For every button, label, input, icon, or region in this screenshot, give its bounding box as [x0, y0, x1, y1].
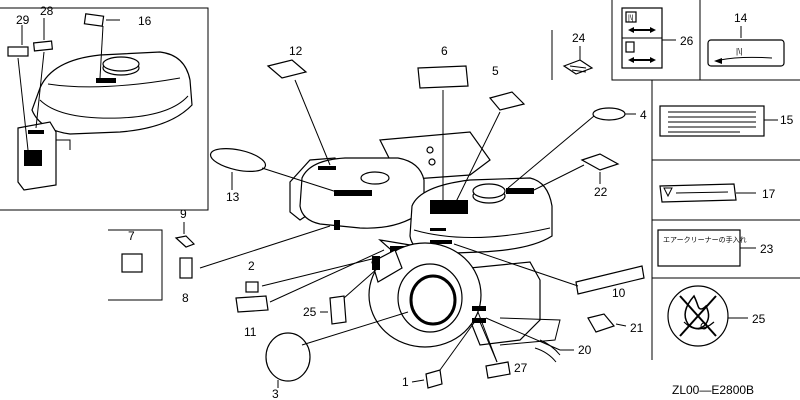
callout-17: 17 — [762, 187, 776, 201]
label-9-part — [174, 235, 196, 248]
callout-27: 27 — [514, 361, 528, 375]
callout-14: 14 — [734, 11, 748, 25]
label-1-part — [425, 369, 443, 389]
callout-16: 16 — [138, 14, 152, 28]
callout-10: 10 — [612, 286, 626, 300]
callout-13: 13 — [226, 190, 240, 204]
label-5-part — [488, 91, 526, 111]
label-12-part — [266, 59, 308, 79]
label-8-part — [179, 257, 193, 279]
label-29-part — [7, 46, 29, 57]
engine-decal-10 — [430, 240, 452, 244]
label-14-part — [707, 39, 785, 67]
callout-9: 9 — [180, 207, 187, 221]
callout-7: 7 — [128, 229, 135, 243]
callout-3: 3 — [272, 387, 279, 400]
label-7-part — [121, 253, 143, 273]
fuel-pump-icon — [625, 41, 635, 53]
decal-29-mark — [24, 150, 42, 166]
engine-drawing — [289, 131, 561, 363]
arrow-left-icon — [714, 58, 722, 64]
callout-26: 26 — [680, 34, 694, 48]
label-27-part — [485, 361, 511, 379]
engine-decal-13 — [334, 190, 372, 196]
engine-decal-6 — [430, 200, 468, 214]
label-10-part — [575, 265, 645, 295]
callout-1: 1 — [402, 375, 409, 389]
inset-23: 24 — [551, 30, 594, 80]
label-22-part — [657, 229, 741, 267]
callout-28: 28 — [40, 4, 54, 18]
callout-21: 22 — [594, 185, 608, 199]
choke-symbol-icon — [625, 11, 637, 23]
callout-22: 23 — [760, 242, 774, 256]
callout-29: 29 — [16, 13, 30, 27]
svg-text:|\|: |\| — [628, 15, 634, 22]
label-20-part — [587, 313, 616, 333]
label-25-part — [329, 295, 347, 325]
decal-16-mark — [96, 78, 116, 83]
engine-label-parts: 12 13 6 5 4 22 10 21 20 — [209, 44, 647, 400]
callout-25: 25 — [303, 305, 317, 319]
air-cleaner-label-text: エアークリーナーの手入れ — [663, 235, 747, 244]
label-16-part — [83, 13, 105, 27]
label-13-part — [209, 148, 267, 172]
label-6-part — [417, 65, 469, 89]
callout-5: 5 — [492, 64, 499, 78]
callout-23: 24 — [572, 31, 586, 45]
callout-19: 20 — [578, 343, 592, 357]
callout-20: 21 — [630, 321, 644, 335]
callout-11: 11 — [244, 325, 257, 339]
inset-26: |\| 26 — [611, 0, 800, 81]
inset-fuel-tank: 16 28 29 — [0, 4, 209, 211]
right-panels: 15 17 エアークリーナーの手入れ 23 25 — [651, 80, 800, 360]
callout-4: 4 — [640, 108, 647, 122]
diagram-code: ZL00—E2800B — [672, 383, 754, 397]
callout-12: 12 — [289, 44, 303, 58]
svg-text:|\|: |\| — [736, 47, 742, 56]
label-15-part — [659, 105, 765, 137]
engine-decal-21 — [506, 188, 534, 194]
no-open-flame-icon — [679, 294, 717, 337]
label-4-part — [592, 107, 626, 121]
callout-2: 2 — [248, 259, 255, 273]
inset-14: 14 |\| — [699, 0, 785, 80]
callout-6: 6 — [441, 44, 448, 58]
callout-8: 8 — [182, 291, 189, 305]
callout-15: 15 — [780, 113, 794, 127]
label-28-part — [32, 40, 54, 52]
callout-24: 25 — [752, 312, 766, 326]
inset-left-labels: 7 9 8 — [108, 207, 331, 305]
label-3-part — [265, 332, 311, 382]
label-11-part — [235, 295, 269, 313]
label-21-part — [580, 153, 620, 171]
label-2-part — [245, 281, 259, 293]
